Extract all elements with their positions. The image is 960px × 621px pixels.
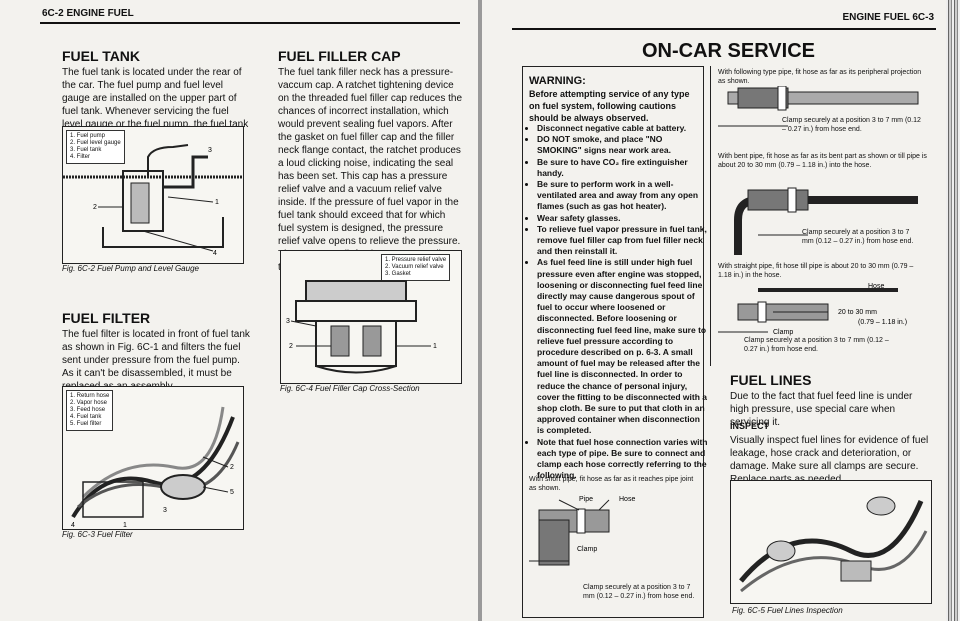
label: 20 to 30 mm <box>838 309 877 316</box>
filler-cap-drawing: 3 2 1 <box>286 280 437 374</box>
following-pipe-diagram <box>718 86 919 127</box>
book-gutter <box>478 0 482 621</box>
label: Clamp <box>773 329 793 336</box>
warning-title: WARNING: <box>529 75 586 87</box>
label: Clamp <box>577 546 597 553</box>
filler-cap-text: The fuel tank filler neck has a pressure… <box>278 67 463 273</box>
left-page-header: 6C-2 ENGINE FUEL <box>42 8 134 19</box>
callout: 3 <box>208 147 212 154</box>
legend-item: 4. Filter <box>70 154 91 160</box>
page-title: ON-CAR SERVICE <box>642 40 815 62</box>
warning-item: Note that fuel hose connection varies wi… <box>537 437 709 482</box>
warning-box: WARNING: Before attempting service of an… <box>522 66 708 618</box>
callout: 1 <box>433 343 437 350</box>
fig-fuel-pump-level-gauge: 1. Fuel pump 2. Fuel level gauge 3. Fuel… <box>62 126 244 264</box>
right-page-header: ENGINE FUEL 6C-3 <box>842 12 935 23</box>
legend-item: 2. Fuel level gauge <box>70 140 121 146</box>
legend-item: 3. Gasket <box>385 271 411 277</box>
legend-item: 1. Fuel pump <box>70 133 106 139</box>
label: (0.79 – 1.18 in.) <box>858 319 907 326</box>
fig3-legend: 1. Return hose 2. Vapor hose 3. Feed hos… <box>66 390 114 431</box>
straight-pipe-text: With straight pipe, fit hose till pipe i… <box>718 263 914 279</box>
warning-item: Be sure to perform work in a well-ventil… <box>537 179 709 213</box>
warning-intro: Before attempting service of any type on… <box>529 89 690 123</box>
fig4-caption: Fig. 6C-4 Fuel Filler Cap Cross-Section <box>280 384 420 393</box>
legend-item: 4. Fuel tank <box>70 414 102 420</box>
fuel-lines-drawing <box>739 496 928 593</box>
straight-pipe-diagram: Hose 20 to 30 mm (0.79 – 1.18 in.) Clamp <box>718 283 907 336</box>
callout: 3 <box>163 507 167 514</box>
header-rule <box>40 22 460 24</box>
fuel-pump-drawing: 2 3 1 4 <box>63 144 243 257</box>
fuel-lines-text: Due to the fact that fuel feed line is u… <box>730 391 913 428</box>
legend-item: 1. Return hose <box>70 393 110 399</box>
fig-fuel-lines-inspection <box>730 480 932 604</box>
fig2-legend: 1. Fuel pump 2. Fuel level gauge 3. Fuel… <box>66 130 125 164</box>
binding-edge-right <box>946 0 960 621</box>
legend-item: 3. Fuel tank <box>70 147 102 153</box>
callout: 1 <box>123 522 127 529</box>
fig4-legend: 1. Pressure relief valve 2. Vacuum relie… <box>381 254 451 281</box>
legend-item: 3. Feed hose <box>70 407 106 413</box>
legend-item: 2. Vacuum relief valve <box>385 264 444 270</box>
label: Pipe <box>579 496 593 503</box>
column-divider <box>710 66 711 366</box>
bent-pipe-text: With bent pipe, fit hose as far as its b… <box>718 153 927 169</box>
straight-pipe-clamp-note: Clamp securely at a position 3 to 7 mm (… <box>744 337 889 353</box>
label: Hose <box>868 283 884 290</box>
fuel-tank-heading: FUEL TANK <box>62 48 141 64</box>
legend-item: 2. Vapor hose <box>70 400 107 406</box>
fig-fuel-filter: 1. Return hose 2. Vapor hose 3. Feed hos… <box>62 386 244 530</box>
header-rule <box>512 28 936 30</box>
right-page: ENGINE FUEL 6C-3 ON-CAR SERVICE WARNING:… <box>482 0 960 621</box>
fuel-filter-text: The fuel filter is located in front of f… <box>62 329 250 392</box>
warning-item: To relieve fuel vapor pressure in fuel t… <box>537 224 709 258</box>
fuel-filter-heading: FUEL FILTER <box>62 310 151 326</box>
warning-item: Wear safety glasses. <box>537 213 709 224</box>
fig-filler-cap: 1. Pressure relief valve 2. Vacuum relie… <box>280 250 462 384</box>
inspect-text: Visually inspect fuel lines for evidence… <box>730 435 929 485</box>
warning-item: DO NOT smoke, and place "NO SMOKING" sig… <box>537 134 709 156</box>
short-pipe-clamp-note: Clamp securely at a position 3 to 7 mm (… <box>583 584 695 600</box>
fig5-caption: Fig. 6C-5 Fuel Lines Inspection <box>732 606 843 615</box>
bent-pipe-clamp-note: Clamp securely at a position 3 to 7 mm (… <box>802 229 914 245</box>
warning-item: Disconnect negative cable at battery. <box>537 123 709 134</box>
legend-item: 5. Fuel filter <box>70 421 102 427</box>
following-pipe-text: With following type pipe, fit hose as fa… <box>718 69 922 85</box>
fuel-lines-heading: FUEL LINES <box>730 372 812 388</box>
callout: 4 <box>213 250 217 257</box>
warning-item: Be sure to have CO₂ fire extinguisher ha… <box>537 157 709 179</box>
callout: 4 <box>71 522 75 529</box>
inspect-heading: INSPECT <box>730 421 770 431</box>
fuel-filter-drawing: 2 5 3 4 1 <box>71 406 240 529</box>
callout: 3 <box>286 318 290 325</box>
following-pipe-clamp-note: Clamp securely at a position 3 to 7 mm (… <box>782 117 921 133</box>
label: Hose <box>619 496 635 503</box>
fig2-caption: Fig. 6C-2 Fuel Pump and Level Gauge <box>62 264 199 273</box>
callout: 1 <box>215 199 219 206</box>
callout: 2 <box>289 343 293 350</box>
filler-cap-heading: FUEL FILLER CAP <box>278 48 401 64</box>
callout: 2 <box>93 204 97 211</box>
callout: 2 <box>230 464 234 471</box>
callout: 5 <box>230 489 234 496</box>
fig3-caption: Fig. 6C-3 Fuel Filter <box>62 530 133 539</box>
short-pipe-text: With short pipe, fit hose as far as it r… <box>529 476 694 492</box>
bent-pipe-diagram <box>734 187 918 255</box>
warning-item: As fuel feed line is still under high fu… <box>537 257 709 436</box>
short-pipe-diagram: Pipe Hose Clamp <box>529 496 635 566</box>
warning-list: Disconnect negative cable at battery. DO… <box>527 123 709 482</box>
left-page: 6C-2 ENGINE FUEL FUEL TANK The fuel tank… <box>0 0 478 621</box>
legend-item: 1. Pressure relief valve <box>385 257 447 263</box>
